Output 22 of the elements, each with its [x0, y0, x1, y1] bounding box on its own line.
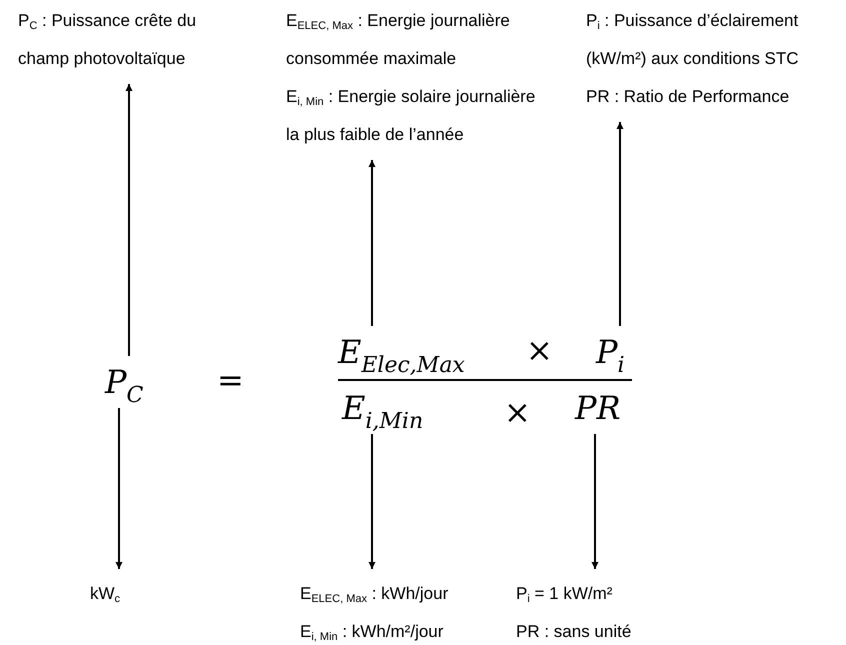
definition-text: P$_{i}$ : Puissance d’éclairement (kW/m²) aux conditions STC [586, 10, 800, 70]
formula-term: PR [575, 388, 621, 428]
arrow [116, 408, 122, 569]
definition-text: kW$_{c}$ [90, 583, 122, 607]
definition-text: E$_{ELEC, Max}$ : kWh/jour [300, 583, 450, 607]
definition-text: PR : Ratio de Performance [586, 86, 790, 108]
arrow [592, 434, 598, 569]
math-operator: × [504, 392, 531, 432]
definition-text: E$_{i, Min}$ : kWh/m²/jour [300, 621, 444, 645]
math-operator: × [526, 330, 553, 370]
definition-text: P$_{C}$ : Puissance crête du champ photovoltaïque [18, 10, 198, 70]
arrow [126, 84, 132, 356]
definition-text: E$_{ELEC, Max}$ : Energie journalière consommée maximale [286, 10, 511, 70]
math-operator: = [217, 360, 244, 400]
definition-text: P$_{i}$ = 1 kW/m² [516, 583, 614, 607]
definition-text: E$_{i, Min}$ : Energie solaire journalière la plus faible de l’année [286, 86, 536, 146]
formula-term: P$_{i}$ [596, 332, 625, 372]
formula-term: P$_{C}$ [105, 362, 144, 402]
definition-text: PR : sans unité [516, 621, 632, 643]
arrow [616, 122, 624, 326]
arrow [368, 434, 376, 569]
arrow [368, 160, 376, 326]
